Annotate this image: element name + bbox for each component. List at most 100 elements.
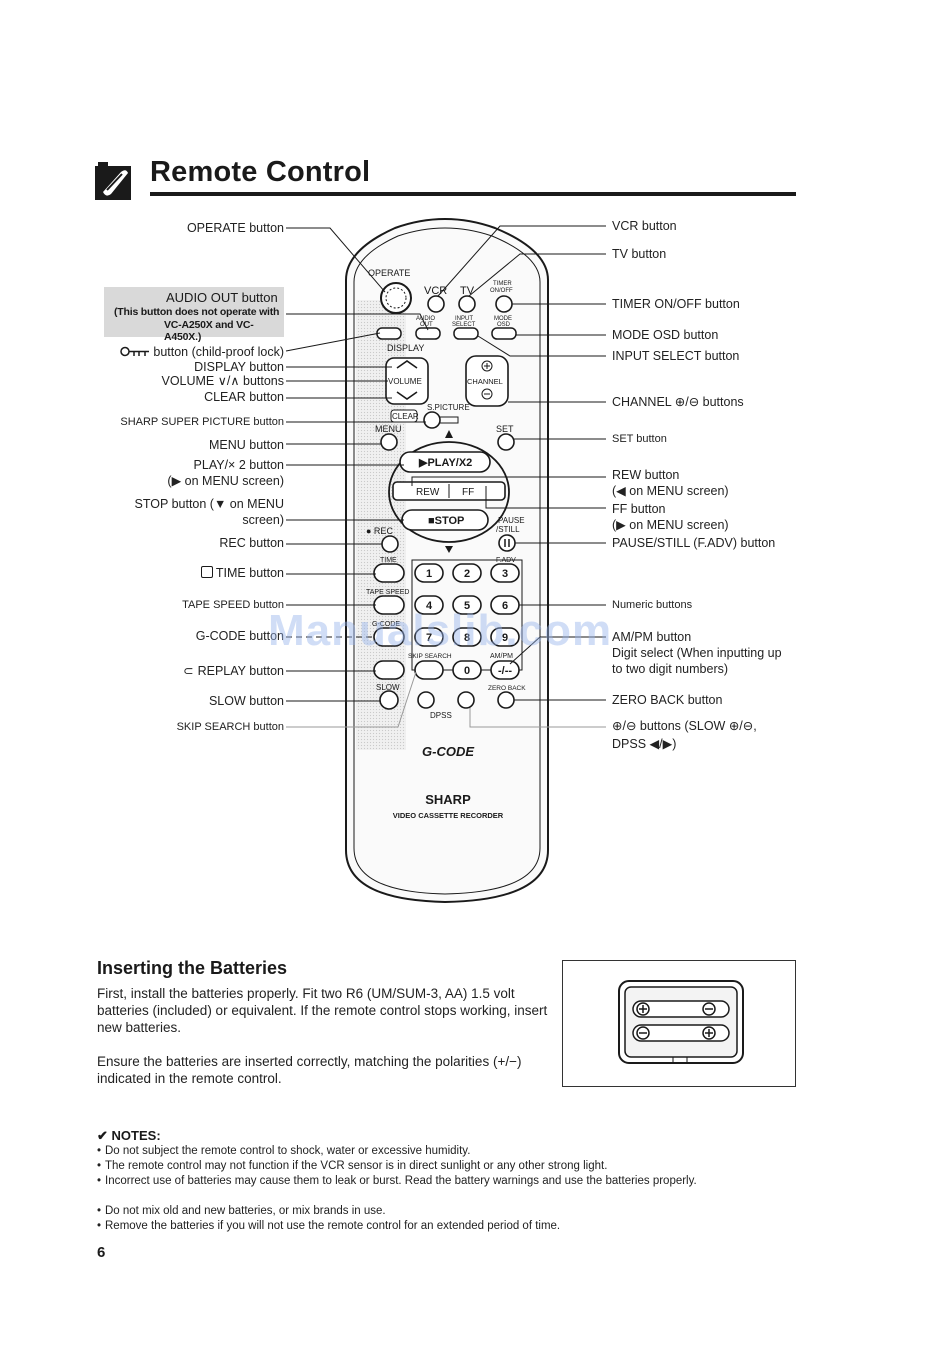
- remote-slow-text: SLOW: [376, 683, 400, 692]
- remote-mode-text2: OSD: [497, 322, 511, 328]
- audio-out-label-box: AUDIO OUT button (This button does not o…: [104, 287, 284, 343]
- mode-osd-button: [491, 327, 517, 340]
- check-icon: ✔: [97, 1128, 108, 1143]
- remote-operate-text: OPERATE: [368, 268, 410, 278]
- label-operate: OPERATE button: [186, 221, 284, 235]
- remote-mode-text1: MODE: [494, 316, 512, 322]
- key-2: 2: [464, 568, 470, 580]
- remote-rew-text: REW: [416, 487, 440, 498]
- label-vcr: VCR button: [612, 219, 677, 233]
- remote-pause-text2: /STILL: [496, 525, 520, 534]
- vcr-button: [427, 295, 445, 313]
- label-stop-2: screen): [242, 513, 284, 527]
- remote-input-text2: SELECT: [452, 322, 476, 328]
- label-ampm: AM/PM button: [612, 630, 692, 644]
- label-slow: SLOW button: [208, 694, 284, 708]
- right-leader-lines: [411, 225, 606, 728]
- key-3: 3: [502, 568, 508, 580]
- label-digit-2: to two digit numbers): [612, 662, 729, 676]
- label-play-1: PLAY/× 2 button: [193, 458, 284, 472]
- remote-input-text1: INPUT: [455, 316, 473, 322]
- play-button: [399, 451, 491, 473]
- remote-audio-text1: AUDIO: [416, 316, 435, 322]
- label-replay: ⊂REPLAY button: [183, 664, 284, 679]
- watermark: Manualslib.com: [268, 606, 613, 655]
- key-0: 0: [464, 665, 470, 677]
- batteries-heading: Inserting the Batteries: [97, 958, 288, 978]
- remote-display-text: DISPLAY: [387, 343, 424, 353]
- tv-button: [458, 295, 476, 313]
- key-4: 4: [426, 600, 433, 612]
- bullet-icon: •: [97, 1175, 102, 1187]
- label-menu: MENU button: [208, 438, 284, 452]
- remote-ampm-text: AM/PM: [490, 653, 513, 660]
- remote-time-text: TIME: [380, 557, 397, 564]
- notes-heading: ✔ NOTES:: [97, 1128, 161, 1144]
- remote-skip-text: SKIP SEARCH: [408, 653, 452, 660]
- remote-stop-text: ■STOP: [428, 515, 464, 527]
- label-super-picture: SHARP SUPER PICTURE button: [120, 416, 284, 428]
- label-child-lock-text: button (child-proof lock): [153, 345, 284, 359]
- label-zero-back: ZERO BACK button: [612, 693, 723, 707]
- replay-icon: ⊂: [183, 664, 194, 678]
- label-replay-text: REPLAY button: [197, 664, 284, 678]
- remote-menu-text: MENU: [375, 424, 402, 434]
- key-5: 5: [464, 600, 470, 612]
- remote-clear-text: CLEAR: [392, 412, 419, 421]
- label-play-2: (▶ on MENU screen): [167, 474, 284, 488]
- label-volume: VOLUME ∨/∧ buttons: [161, 374, 284, 388]
- key-digit: -/--: [498, 665, 512, 677]
- label-pause: PAUSE/STILL (F.ADV) button: [612, 536, 776, 550]
- input-select-button: [453, 327, 479, 340]
- remote-pause-text1: PAUSE: [498, 516, 525, 525]
- label-digit-1: Digit select (When inputting up: [612, 646, 782, 660]
- label-plus-minus-2: DPSS ◀/▶): [612, 737, 677, 751]
- pause-button: [498, 534, 516, 552]
- time-button: [373, 563, 405, 583]
- batteries-paragraph-1: First, install the batteries properly. F…: [97, 986, 548, 1035]
- sharp-logo: SHARP: [425, 792, 471, 807]
- bullet-icon: •: [97, 1205, 102, 1217]
- label-numeric: Numeric buttons: [612, 599, 693, 611]
- remote-gcode-text: G-CODE: [372, 621, 400, 628]
- zero-back-button: [497, 691, 515, 709]
- remote-timer-text1: TIMER: [493, 281, 512, 287]
- note-item: •Incorrect use of batteries may cause th…: [97, 1174, 797, 1189]
- rec-button: [381, 535, 399, 553]
- remote-tape-speed-text: TAPE SPEED: [366, 589, 409, 596]
- note-item: •Do not subject the remote control to sh…: [97, 1144, 797, 1159]
- replay-button: [373, 660, 405, 680]
- title-divider: [150, 192, 796, 196]
- remote-tv-text: TV: [460, 285, 475, 297]
- key-icon: [120, 346, 149, 357]
- label-input-select: INPUT SELECT button: [612, 349, 740, 363]
- remote-control-icon: [95, 162, 131, 200]
- label-display: DISPLAY button: [194, 360, 284, 374]
- remote-zeroback-text: ZERO BACK: [488, 685, 526, 692]
- label-set: SET button: [612, 433, 667, 445]
- page-number: 6: [97, 1244, 106, 1261]
- battery-compartment-drawing: [618, 980, 744, 1064]
- bullet-icon: •: [97, 1220, 102, 1232]
- bullet-icon: •: [97, 1160, 102, 1172]
- label-rew-2: (◀ on MENU screen): [612, 484, 729, 498]
- key-6: 6: [502, 600, 508, 612]
- label-rec: REC button: [219, 536, 284, 550]
- operate-button: [380, 282, 412, 314]
- product-name: VIDEO CASSETTE RECORDER: [393, 811, 504, 820]
- label-mode-osd: MODE OSD button: [612, 328, 719, 342]
- remote-set-text: SET: [496, 424, 514, 434]
- notes-heading-text: NOTES:: [111, 1128, 161, 1143]
- bullet-icon: •: [97, 1145, 102, 1157]
- remote-dpss-text: DPSS: [430, 711, 452, 720]
- clock-icon: [200, 566, 213, 578]
- note-item: •The remote control may not function if …: [97, 1159, 797, 1174]
- battery-compartment-figure: [562, 960, 796, 1087]
- label-rew-1: REW button: [612, 468, 680, 482]
- remote-audio-text2: OUT: [420, 322, 433, 328]
- label-audio-out: AUDIO OUT button: [166, 290, 278, 305]
- gcode-logo: G-CODE: [422, 744, 474, 759]
- label-channel: CHANNEL ⊕/⊖ buttons: [612, 395, 744, 409]
- slow-button: [379, 690, 399, 710]
- note-text: Incorrect use of batteries may cause the…: [105, 1175, 697, 1187]
